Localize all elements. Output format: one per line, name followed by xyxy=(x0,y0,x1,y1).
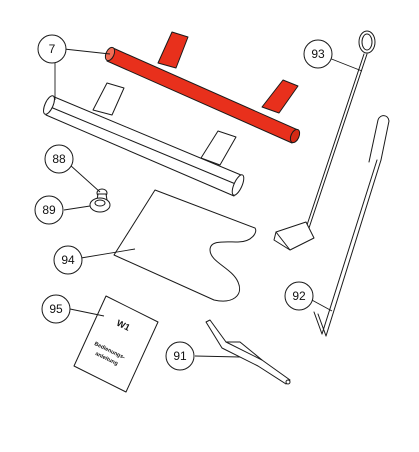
callout-89: 89 xyxy=(34,195,64,225)
callout-94: 94 xyxy=(53,245,83,275)
callout-7-label: 7 xyxy=(49,42,56,56)
part-7-white-rail[interactable] xyxy=(41,82,246,197)
callout-93-label: 93 xyxy=(311,47,325,61)
callout-94-label: 94 xyxy=(61,253,75,267)
rail-red-tube-end-right xyxy=(289,128,301,144)
rail-white-edge xyxy=(47,105,239,186)
rail-red-tab-front xyxy=(261,79,299,114)
part-94-plate[interactable] xyxy=(113,189,257,302)
rail-white-end-left xyxy=(43,95,55,115)
part-92-poker[interactable] xyxy=(313,115,390,337)
callout-88: 88 xyxy=(44,144,74,174)
scraper-blade xyxy=(273,221,315,251)
callout-91-label: 91 xyxy=(173,349,187,363)
handle-body xyxy=(205,319,291,385)
callout-92-label: 92 xyxy=(292,289,306,303)
part-93-scraper[interactable] xyxy=(273,30,376,251)
part-7-highlighted-rail[interactable] xyxy=(103,31,301,144)
part-89-base[interactable] xyxy=(89,197,111,213)
scraper-ring-inner xyxy=(361,33,373,51)
leader-92 xyxy=(309,298,333,312)
poker-hook xyxy=(313,311,327,337)
rail-red-tab-back xyxy=(157,31,189,69)
scraper-shaft xyxy=(305,53,365,229)
part-91-handle[interactable] xyxy=(205,319,291,385)
rail-white-end-right xyxy=(231,174,245,196)
leader-89 xyxy=(63,205,91,211)
leader-95 xyxy=(69,308,105,317)
leader-93 xyxy=(328,57,363,72)
part-95-manual[interactable]: W1 Bedienungs- anleitung xyxy=(73,295,159,393)
poker-shaft-edge xyxy=(321,159,378,335)
callout-91: 91 xyxy=(165,341,195,371)
manual-page xyxy=(73,295,159,393)
callout-95-label: 95 xyxy=(49,302,63,316)
poker-shaft xyxy=(325,159,382,337)
scraper-shaft-edge xyxy=(308,53,368,229)
rail-white-tab-front xyxy=(200,130,237,166)
callout-7: 7 xyxy=(37,34,67,64)
leader-lines xyxy=(54,48,363,358)
leader-91 xyxy=(194,355,241,358)
handle-bend xyxy=(225,341,263,361)
callout-95: 95 xyxy=(41,294,71,324)
rail-white-tab-back xyxy=(92,82,125,116)
handle-tip xyxy=(285,379,291,385)
rail-red-tube xyxy=(106,47,299,144)
scraper-blade-edge xyxy=(275,231,291,251)
callout-92: 92 xyxy=(284,281,314,311)
callout-88-label: 88 xyxy=(52,152,66,166)
leader-7-red xyxy=(63,48,111,55)
leader-94 xyxy=(80,248,136,259)
callout-93: 93 xyxy=(303,39,333,69)
base-disc-inner xyxy=(94,199,106,207)
leader-88 xyxy=(69,164,101,193)
scraper-ring xyxy=(358,30,376,54)
poker-handle-loop xyxy=(368,115,390,163)
callout-89-label: 89 xyxy=(42,203,56,217)
